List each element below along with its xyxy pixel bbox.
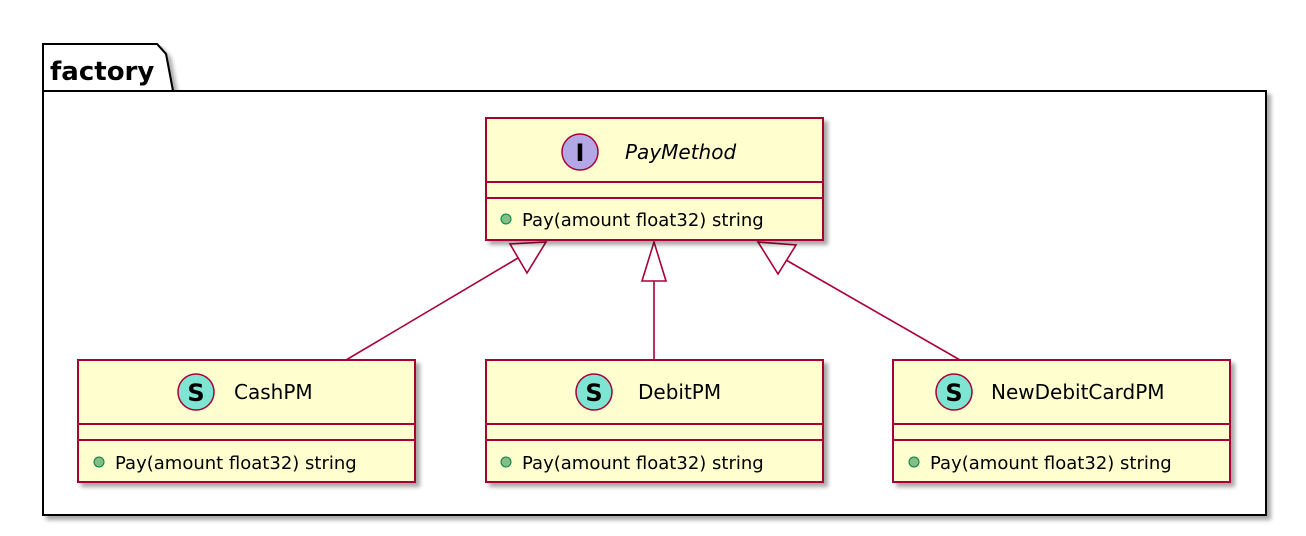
struct-stereotype-icon	[935, 373, 973, 411]
method-signature: Pay(amount float32) string	[930, 453, 1172, 474]
public-method-icon	[500, 213, 512, 225]
realization-debitpm-paymethod	[640, 239, 668, 360]
public-method-icon	[908, 456, 920, 468]
class-paymethod[interactable]: I PayMethod Pay(amount float32) string	[485, 117, 824, 241]
class-newdebitcardpm[interactable]: S NewDebitCardPM Pay(amount float32) str…	[892, 359, 1231, 483]
class-box	[77, 359, 416, 483]
stereotype-letter: S	[945, 379, 962, 407]
package-title: factory	[50, 57, 154, 87]
method-signature: Pay(amount float32) string	[522, 210, 764, 231]
realization-arrowhead	[756, 241, 798, 276]
struct-stereotype-icon	[575, 373, 613, 411]
interface-stereotype-icon	[561, 133, 599, 171]
relations	[345, 239, 961, 361]
stereotype-letter: S	[187, 379, 204, 407]
realization-arrowhead	[640, 239, 668, 282]
public-method-icon	[500, 456, 512, 468]
stereotype-letter: I	[576, 139, 585, 167]
struct-stereotype-icon	[177, 373, 215, 411]
class-debitpm[interactable]: S DebitPM Pay(amount float32) string	[485, 359, 824, 483]
class-name: PayMethod	[625, 140, 736, 164]
public-method-icon	[93, 456, 105, 468]
class-box	[485, 359, 824, 483]
class-name: DebitPM	[638, 380, 721, 404]
method-signature: Pay(amount float32) string	[115, 453, 357, 474]
realization-newdebitcardpm-paymethod	[756, 241, 961, 361]
stereotype-letter: S	[585, 379, 602, 407]
class-name: NewDebitCardPM	[991, 380, 1165, 404]
class-box	[485, 117, 824, 241]
realization-arrowhead	[508, 241, 548, 275]
class-cashpm[interactable]: S CashPM Pay(amount float32) string	[77, 359, 416, 483]
realization-cashpm-paymethod	[345, 241, 548, 361]
class-name: CashPM	[234, 380, 313, 404]
method-signature: Pay(amount float32) string	[522, 453, 764, 474]
